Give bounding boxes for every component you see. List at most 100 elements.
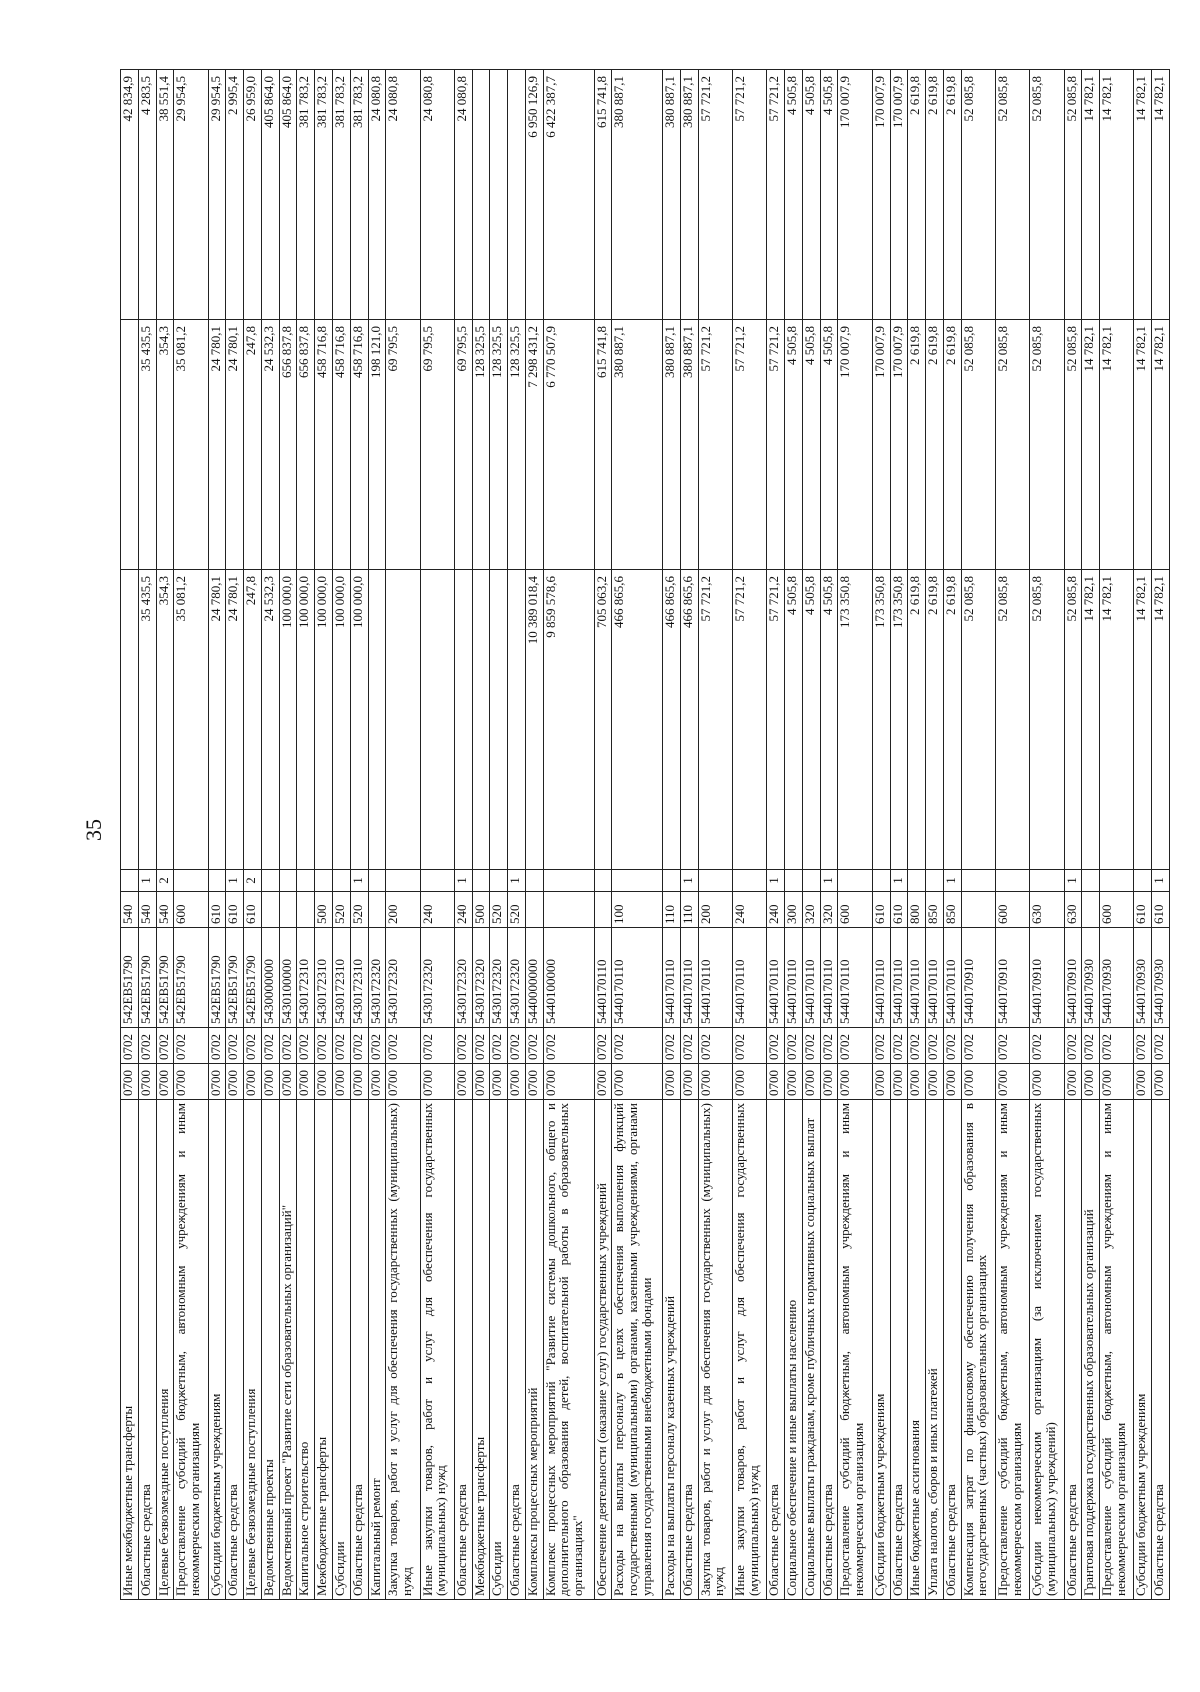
expense-type (368, 891, 386, 928)
expense-type: 600 (837, 891, 873, 928)
page-number: 35 (81, 819, 106, 841)
section-code: 0700 (385, 1063, 421, 1100)
amount-year-3: 380 887,1 (611, 69, 663, 320)
fund-source: 1 (1151, 869, 1170, 892)
expense-type: 200 (385, 891, 421, 928)
row-name: Областные средства (890, 1099, 908, 1600)
expense-type: 540 (156, 891, 174, 928)
subsection-code: 0702 (1081, 1027, 1100, 1064)
target-article: 5440170110 (890, 927, 908, 1028)
target-article: 542EB51790 (173, 927, 209, 1028)
section-code: 0700 (261, 1063, 280, 1100)
section-code: 0700 (243, 1063, 262, 1100)
table-row: Расходы на выплаты персоналу казенных уч… (662, 69, 681, 1600)
row-name: Грантовая поддержка государственных обра… (1081, 1099, 1100, 1600)
amount-year-3: 170 007,9 (837, 69, 873, 320)
row-name: Субсидии некоммерческим организациям (за… (1029, 1099, 1064, 1600)
subsection-code: 0702 (732, 1027, 767, 1064)
amount-year-3: 57 721,2 (766, 69, 785, 320)
row-name: Ведомственный проект "Развитие сети обра… (279, 1099, 297, 1600)
target-article: 5430172320 (385, 927, 421, 1028)
row-name: Иные бюджетные ассигнования (907, 1099, 926, 1600)
section-code: 0700 (208, 1063, 226, 1100)
amount-year-2: 69 795,5 (454, 319, 473, 570)
amount-year-1: 52 085,8 (1029, 569, 1064, 870)
amount-year-3: 2 619,8 (907, 69, 926, 320)
section-code: 0700 (784, 1063, 803, 1100)
amount-year-2: 57 721,2 (766, 319, 785, 570)
amount-year-1: 57 721,2 (766, 569, 785, 870)
section-code: 0700 (766, 1063, 785, 1100)
amount-year-2: 57 721,2 (732, 319, 767, 570)
amount-year-2: 24 532,3 (261, 319, 280, 570)
expense-type: 100 (611, 891, 663, 928)
target-article: 5440170110 (662, 927, 681, 1028)
row-name: Областные средства (1151, 1099, 1170, 1600)
target-article: 5440170110 (925, 927, 944, 1028)
subsection-code: 0702 (472, 1027, 490, 1064)
amount-year-1: 4 505,8 (802, 569, 821, 870)
expense-type (1081, 891, 1100, 928)
expense-type (543, 891, 595, 928)
expense-type: 240 (454, 891, 473, 928)
row-name: Комплексы процессных мероприятий (525, 1099, 544, 1600)
target-article: 5440170110 (680, 927, 699, 1028)
section-code: 0700 (837, 1063, 873, 1100)
amount-year-1 (120, 569, 139, 870)
target-article: 5440170910 (961, 927, 996, 1028)
section-code: 0700 (173, 1063, 209, 1100)
expense-type: 610 (890, 891, 908, 928)
amount-year-3: 6 950 126,9 (525, 69, 544, 320)
amount-year-1: 14 782,1 (1081, 569, 1100, 870)
row-name: Областные средства (820, 1099, 838, 1600)
section-code: 0700 (995, 1063, 1030, 1100)
fund-source (472, 869, 490, 892)
amount-year-3: 4 505,8 (802, 69, 821, 320)
row-name: Закупка товаров, работ и услуг для обесп… (698, 1099, 733, 1600)
amount-year-1: 14 782,1 (1099, 569, 1134, 870)
amount-year-1: 705 063,2 (594, 569, 612, 870)
row-name: Иные закупки товаров, работ и услуг для … (420, 1099, 455, 1600)
subsection-code: 0702 (543, 1027, 595, 1064)
fund-source (594, 869, 612, 892)
section-code: 0700 (543, 1063, 595, 1100)
amount-year-2: 69 795,5 (385, 319, 421, 570)
amount-year-2: 24 780,1 (208, 319, 226, 570)
amount-year-2: 35 081,2 (173, 319, 209, 570)
subsection-code: 0702 (784, 1027, 803, 1064)
expense-type (279, 891, 297, 928)
fund-source (279, 869, 297, 892)
amount-year-3: 42 834,9 (120, 69, 139, 320)
table-row: Комплекс процессных мероприятий "Развити… (543, 69, 595, 1600)
section-code: 0700 (454, 1063, 473, 1100)
fund-source (525, 869, 544, 892)
target-article: 5440170910 (1029, 927, 1064, 1028)
expense-type: 520 (332, 891, 351, 928)
section-code: 0700 (279, 1063, 297, 1100)
amount-year-3: 38 551,4 (156, 69, 174, 320)
row-name: Субсидии бюджетным учреждениям (872, 1099, 890, 1600)
fund-source (1081, 869, 1100, 892)
amount-year-3: 381 783,2 (296, 69, 315, 320)
fund-source (173, 869, 209, 892)
row-name: Целевые безвозмездные поступления (156, 1099, 174, 1600)
fund-source (296, 869, 315, 892)
amount-year-3: 14 782,1 (1151, 69, 1170, 320)
amount-year-1: 10 389 018,4 (525, 569, 544, 870)
amount-year-2: 458 716,8 (332, 319, 351, 570)
subsection-code: 0702 (594, 1027, 612, 1064)
expense-type: 200 (698, 891, 733, 928)
expense-type: 610 (872, 891, 890, 928)
row-name: Областные средства (138, 1099, 157, 1600)
expense-type: 610 (1151, 891, 1170, 928)
amount-year-1: 57 721,2 (698, 569, 733, 870)
amount-year-1: 173 350,8 (890, 569, 908, 870)
target-article: 542EB51790 (243, 927, 262, 1028)
